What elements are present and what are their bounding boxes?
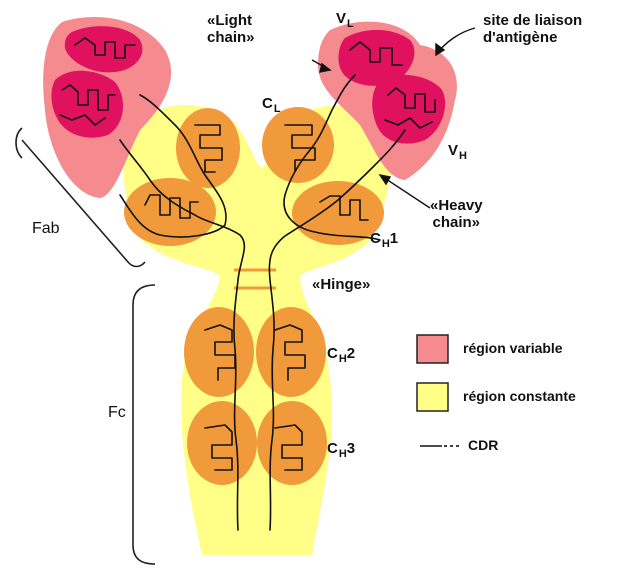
fc-bracket <box>133 285 155 564</box>
fc-label: Fc <box>108 404 126 422</box>
cl-domain-right <box>262 107 334 183</box>
legend-swatch-constant <box>417 383 448 411</box>
ch2-label: CH2 <box>327 345 355 366</box>
vh-label: VH <box>448 142 467 163</box>
cl-label: CL <box>262 95 281 116</box>
antigen-binding-site-label: site de liaison d'antigène <box>483 12 582 47</box>
heavy-chain-label: «Heavy chain» <box>430 197 483 232</box>
ch2-domain-left <box>184 307 254 397</box>
hinge-label: «Hinge» <box>312 276 370 293</box>
ch3-domain-right <box>257 401 327 485</box>
legend-swatch-variable <box>417 335 448 363</box>
constant-region <box>124 105 393 555</box>
ch2-domain-right <box>256 307 326 397</box>
light-chain-label: «Light chain» <box>207 12 255 47</box>
ch1-label: CH1 <box>370 230 398 251</box>
ch3-domain-left <box>187 401 257 485</box>
legend-cdr-label: CDR <box>468 437 498 453</box>
fab-label: Fab <box>32 220 60 238</box>
legend-variable-label: région variable <box>463 340 563 356</box>
ch3-label: CH3 <box>327 440 355 461</box>
vl-label: VL <box>336 10 354 31</box>
legend-constant-label: région constante <box>463 388 576 404</box>
